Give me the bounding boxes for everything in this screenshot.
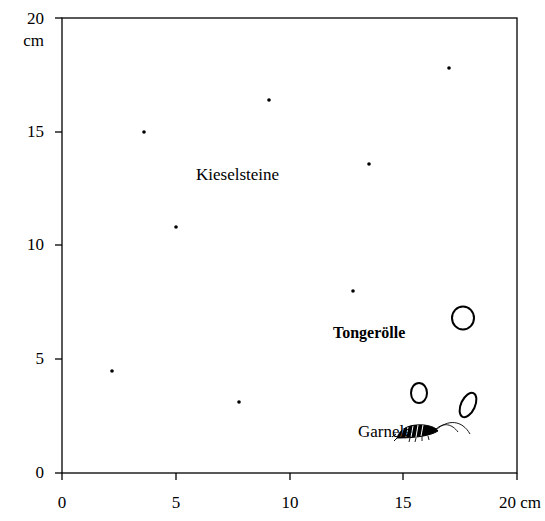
clay-pellets <box>411 307 480 420</box>
pebble-label: Kieselsteine <box>196 165 279 185</box>
axis-unit-label: 20 cm <box>499 493 541 513</box>
axis-unit-label: 20 cm <box>18 8 44 52</box>
tick-label: 10 <box>27 235 44 255</box>
plot-frame <box>55 18 517 480</box>
tick-label: 15 <box>395 493 412 513</box>
tick-label: 0 <box>58 493 67 513</box>
pebble-dots <box>110 66 451 404</box>
tick-label: 15 <box>27 122 44 142</box>
tick-label: 5 <box>36 349 45 369</box>
pellet-label: Tongerölle <box>333 323 405 343</box>
tick-label: 0 <box>36 463 45 483</box>
shrimp-label: Garnele <box>358 422 412 442</box>
tick-label: 5 <box>172 493 181 513</box>
tick-label: 10 <box>282 493 299 513</box>
